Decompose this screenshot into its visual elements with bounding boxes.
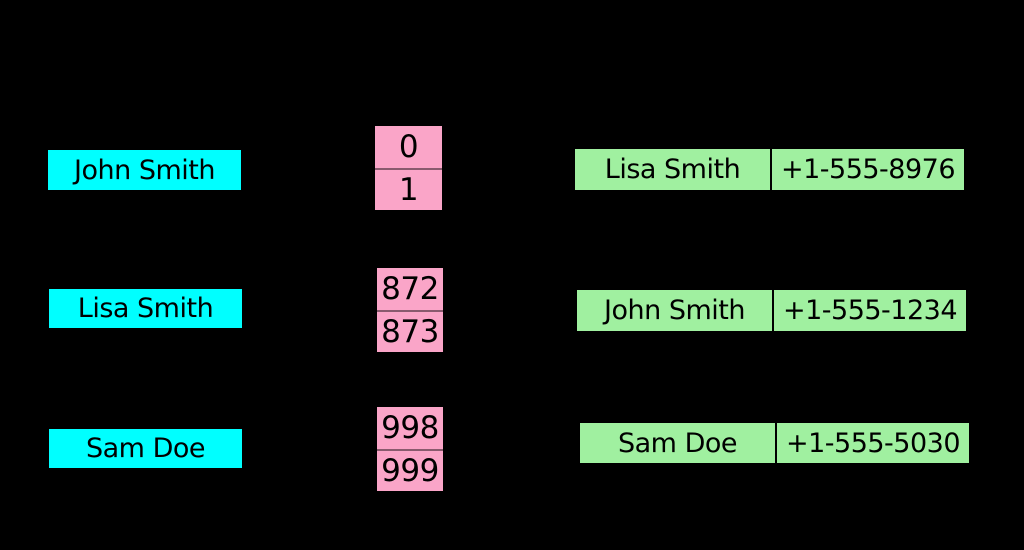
- entry-name-cell: Lisa Smith: [604, 154, 741, 185]
- bucket-cell: 998: [381, 410, 439, 446]
- bucket-cell: 999: [377, 449, 443, 491]
- bucket-cell: 872: [381, 271, 439, 307]
- entry-name-cell: John Smith: [604, 295, 745, 326]
- entry-row-lisa-smith: Lisa Smith +1-555-8976: [574, 148, 965, 191]
- key-box-sam-doe: Sam Doe: [48, 428, 243, 469]
- key-box-lisa-smith: Lisa Smith: [48, 288, 243, 329]
- entry-phone-cell: +1-555-1234: [772, 290, 966, 331]
- key-label: John Smith: [74, 154, 215, 186]
- entry-name-cell: Sam Doe: [618, 427, 738, 459]
- bucket-box-872-873: 872 873: [376, 267, 444, 353]
- entry-row-john-smith: John Smith +1-555-1234: [576, 289, 967, 332]
- entry-row-sam-doe: Sam Doe +1-555-5030: [579, 422, 970, 464]
- key-label: Sam Doe: [86, 433, 206, 464]
- entry-phone-cell: +1-555-8976: [770, 149, 964, 190]
- entry-phone-cell: +1-555-5030: [775, 423, 969, 463]
- bucket-cell: 1: [375, 168, 442, 210]
- bucket-cell: 873: [377, 310, 443, 352]
- key-box-john-smith: John Smith: [47, 149, 242, 191]
- bucket-box-0-1: 0 1: [374, 125, 443, 211]
- bucket-box-998-999: 998 999: [376, 406, 444, 492]
- key-label: Lisa Smith: [77, 293, 214, 324]
- bucket-cell: 0: [398, 129, 419, 165]
